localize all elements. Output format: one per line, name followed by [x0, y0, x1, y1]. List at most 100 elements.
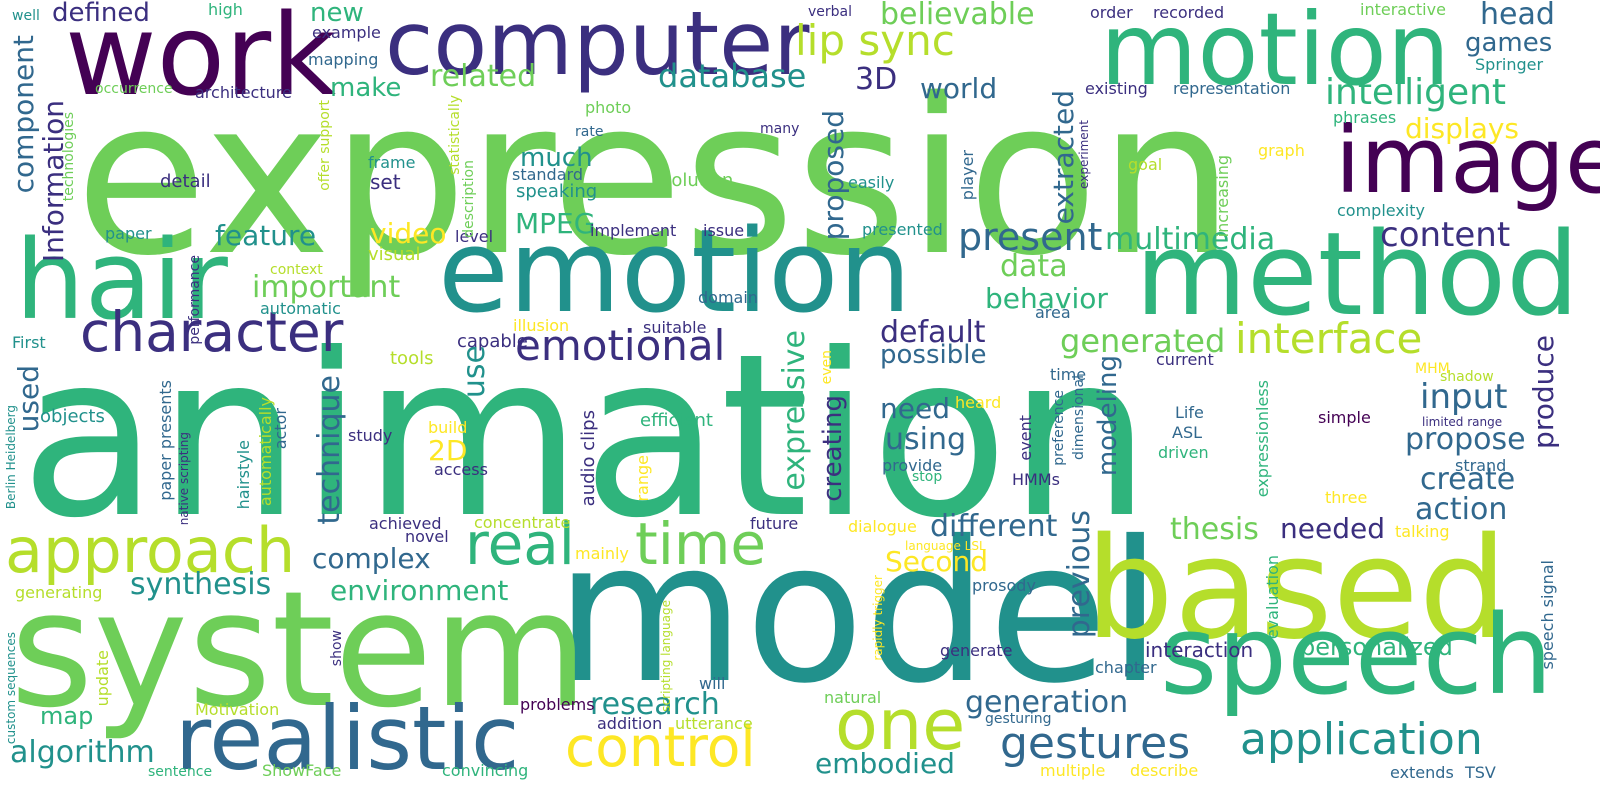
- word-occurrence: occurrence: [95, 81, 173, 97]
- word-speech-signal: speech signal: [1538, 560, 1557, 670]
- word-domain: domain: [698, 288, 758, 307]
- word-rapidly-trigger: rapidly trigger: [871, 575, 885, 661]
- word-expressionless: expressionless: [1253, 380, 1272, 498]
- word-show: show: [329, 630, 345, 667]
- word-automatic: automatic: [260, 299, 341, 318]
- word-hairstyle: hairstyle: [234, 440, 253, 510]
- word-realistic: realistic: [175, 687, 520, 790]
- word-time: time: [635, 510, 767, 578]
- word-new: new: [310, 0, 364, 28]
- word-using: using: [885, 422, 967, 457]
- word-2d: 2D: [428, 434, 468, 467]
- word-related: related: [430, 59, 537, 94]
- word-convincing: convincing: [442, 761, 529, 780]
- word-action: action: [1415, 492, 1508, 527]
- word-easily: easily: [848, 173, 895, 192]
- word-needed: needed: [1280, 512, 1385, 545]
- word-default: default: [880, 315, 986, 350]
- word-detail: detail: [160, 171, 211, 192]
- word-head: head: [1480, 0, 1555, 32]
- word-previous: previous: [1062, 510, 1097, 639]
- word-tsv: TSV: [1465, 763, 1496, 782]
- word-data: data: [1000, 249, 1068, 284]
- word-issue: issue: [703, 221, 745, 240]
- word-performance: performance: [187, 255, 203, 345]
- word-strand: strand: [1455, 456, 1507, 475]
- word-actor: actor: [271, 408, 290, 450]
- word-generation: generation: [965, 685, 1129, 720]
- word-possible: possible: [880, 340, 987, 370]
- word-present: present: [958, 215, 1103, 259]
- word-motion: motion: [1100, 0, 1451, 108]
- word-modeling: modeling: [1093, 355, 1123, 477]
- word-mhm: MHM: [1415, 361, 1450, 377]
- word-stop: stop: [912, 469, 943, 485]
- word-suitable: suitable: [643, 318, 707, 337]
- word-important: important: [252, 270, 401, 305]
- word-mpeg: MPEG: [515, 207, 596, 240]
- word-architecture: architecture: [195, 83, 292, 102]
- word-research: research: [590, 687, 720, 722]
- word-based: based: [1085, 508, 1508, 671]
- word-frame: frame: [368, 153, 416, 172]
- word-thesis: thesis: [1170, 512, 1259, 547]
- word-generated: generated: [1060, 322, 1226, 360]
- word-technique: technique: [312, 375, 347, 525]
- word-illusion: illusion: [513, 316, 570, 335]
- word-second: Second: [885, 545, 989, 578]
- word-environment: environment: [330, 574, 509, 607]
- word-build: build: [428, 418, 468, 437]
- word-application: application: [1240, 714, 1483, 765]
- word-experiment: experiment: [1077, 120, 1091, 189]
- word-current: current: [1156, 350, 1214, 369]
- word-displays: displays: [1405, 112, 1520, 145]
- word-input: input: [1420, 377, 1508, 417]
- word-map: map: [40, 702, 94, 730]
- word-shadow: shadow: [1440, 369, 1494, 385]
- word-chapter: chapter: [1095, 658, 1157, 677]
- word-video: video: [370, 217, 447, 250]
- word-character: character: [80, 300, 344, 364]
- word-phrases: phrases: [1333, 108, 1397, 127]
- word-springer: Springer: [1475, 55, 1544, 74]
- word-dimensional: dimensional: [1071, 375, 1087, 460]
- word-capable: capable: [457, 331, 528, 352]
- word-high: high: [208, 0, 243, 19]
- word-set: set: [370, 170, 401, 194]
- word-update: update: [93, 650, 112, 707]
- word-animation: animation: [20, 306, 1152, 568]
- word-complexity: complexity: [1337, 201, 1425, 220]
- word-generating: generating: [15, 583, 103, 602]
- word-model: model: [555, 499, 1163, 726]
- word-context: context: [270, 262, 323, 278]
- word-verbal: verbal: [808, 4, 853, 20]
- word-language-lsl: language LSL: [905, 539, 986, 553]
- word-extends: extends: [1390, 763, 1454, 782]
- word-make: make: [330, 73, 402, 103]
- word-asl: ASL: [1172, 423, 1203, 442]
- word-defined: defined: [52, 0, 150, 28]
- word-dialogue: dialogue: [848, 517, 917, 536]
- word-addition: addition: [597, 714, 663, 733]
- word-increasing: increasing: [1213, 155, 1232, 238]
- word-need: need: [880, 392, 950, 425]
- word-study: study: [348, 426, 393, 445]
- word-control: control: [565, 715, 756, 779]
- word-problems: problems: [520, 695, 595, 714]
- word-lip-sync: lip sync: [795, 16, 955, 65]
- word-event: event: [1016, 415, 1035, 461]
- word-propose: propose: [1405, 422, 1526, 457]
- word-three: three: [1325, 488, 1368, 507]
- word-expression: expression: [75, 52, 1235, 303]
- word-time: time: [1050, 365, 1087, 384]
- word-extracted: extracted: [1047, 90, 1080, 225]
- word-3d: 3D: [855, 62, 898, 97]
- word-area: area: [1035, 303, 1071, 322]
- word-hmms: HMMs: [1012, 470, 1060, 489]
- word-multimedia: multimedia: [1105, 222, 1276, 257]
- word-provide: provide: [882, 456, 943, 475]
- word-graph: graph: [1258, 141, 1305, 160]
- word-evaluation: evaluation: [1263, 555, 1282, 640]
- word-achieved: achieved: [369, 514, 442, 533]
